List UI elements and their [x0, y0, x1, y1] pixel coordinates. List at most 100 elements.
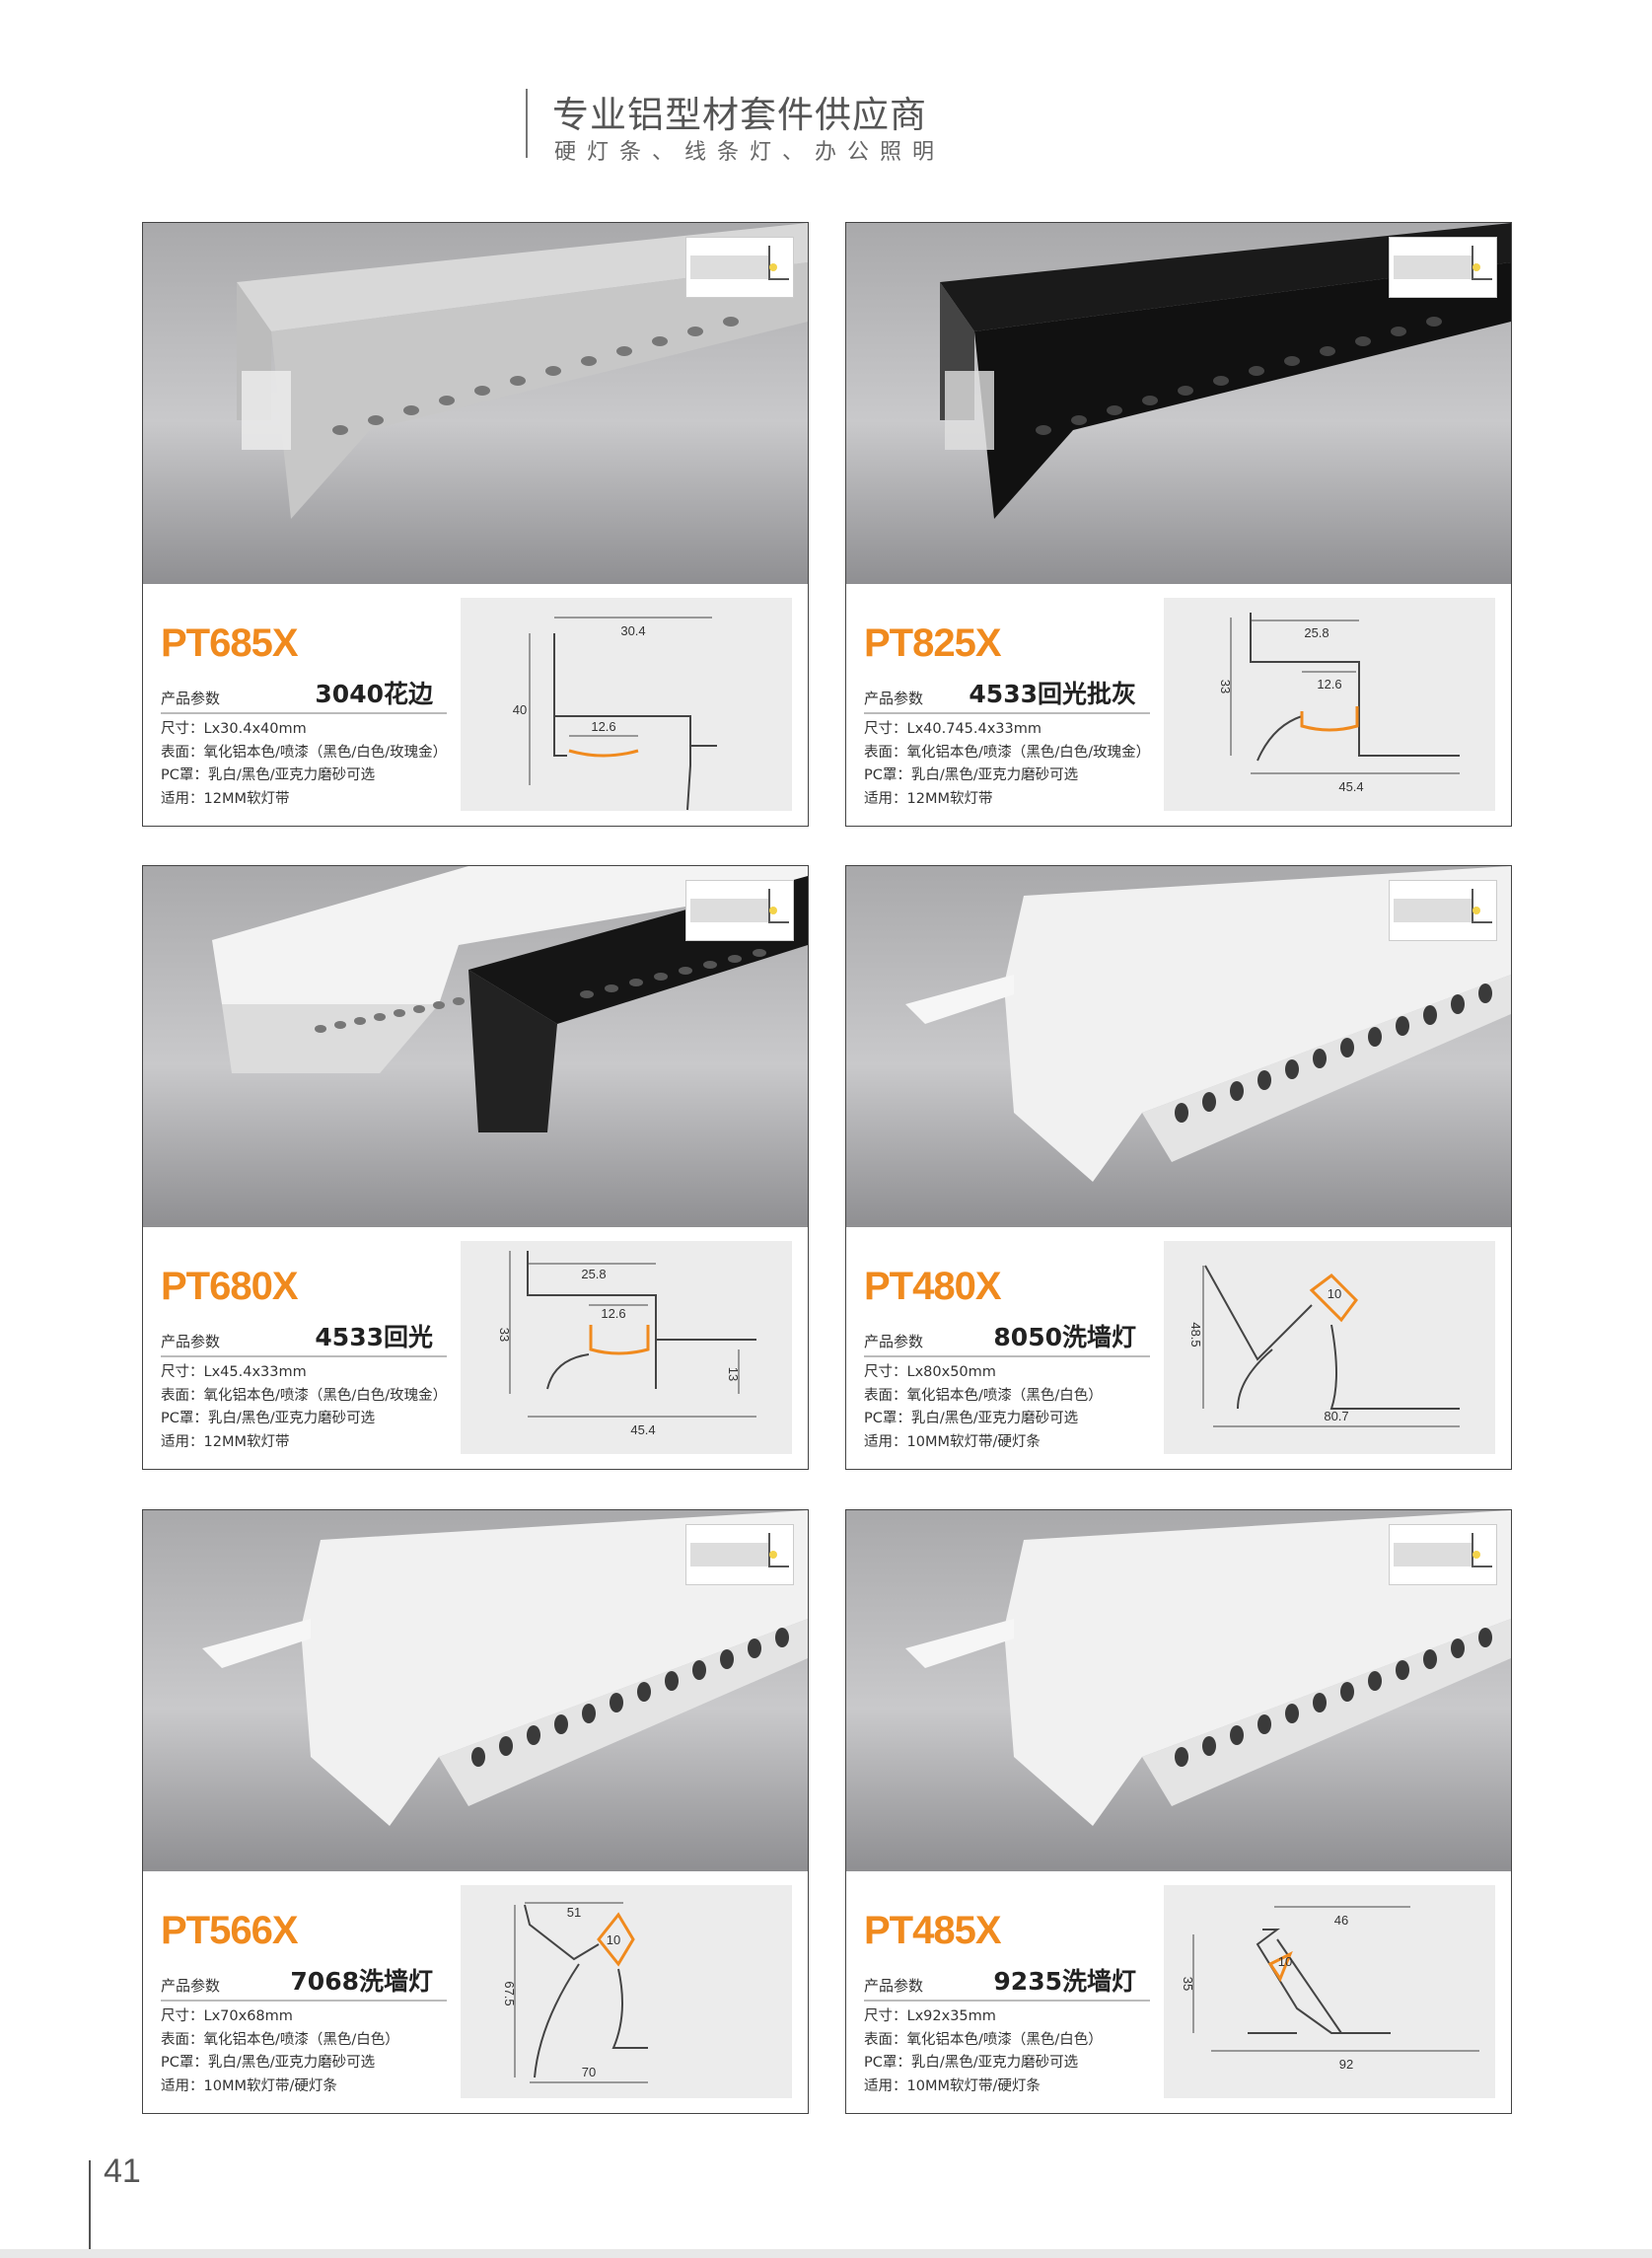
- spec-line: PC罩：乳白/黑色/亚克力磨砂可选: [161, 2055, 376, 2071]
- product-model: PT566X: [161, 1909, 299, 1952]
- spec-line: PC罩：乳白/黑色/亚克力磨砂可选: [161, 1411, 376, 1426]
- product-model: PT685X: [161, 621, 299, 665]
- product-photo: [143, 223, 808, 584]
- dimension-label: 92: [1339, 2057, 1353, 2072]
- param-label: 产品参数: [864, 1333, 924, 1350]
- installation-thumbnail: [685, 237, 794, 298]
- product-photo: [846, 223, 1511, 584]
- product-card: PT485X 产品参数 9235洗墙灯 尺寸：Lx92x35mm 表面：氧化铝本色…: [845, 1509, 1512, 2114]
- param-label: 产品参数: [864, 1977, 924, 1995]
- spec-line: 表面：氧化铝本色/喷漆（黑色/白色）: [161, 2031, 399, 2048]
- param-row: 产品参数 7068洗墙灯: [161, 1956, 447, 2002]
- spec-line: 尺寸：Lx40.745.4x33mm: [864, 721, 1042, 737]
- product-model: PT485X: [864, 1909, 1002, 1952]
- spec-line: 尺寸：Lx30.4x40mm: [161, 721, 307, 737]
- product-name: 4533回光: [315, 1323, 433, 1351]
- spec-line: 尺寸：Lx92x35mm: [864, 2008, 996, 2024]
- dimension-label: 25.8: [1304, 625, 1329, 640]
- product-name: 3040花边: [315, 680, 433, 708]
- product-card: PT680X 产品参数 4533回光 尺寸：Lx45.4x33mm 表面：氧化铝本…: [142, 865, 809, 1470]
- page-number-divider: [89, 2160, 91, 2258]
- spec-list: 尺寸：Lx80x50mm 表面：氧化铝本色/喷漆（黑色/白色） PC罩：乳白/黑色/…: [864, 1361, 1103, 1454]
- product-card: PT480X 产品参数 8050洗墙灯 尺寸：Lx80x50mm 表面：氧化铝本色…: [845, 865, 1512, 1470]
- spec-line: 适用：10MM软灯带/硬灯条: [864, 2077, 1041, 2094]
- dimension-label: 12.6: [1317, 677, 1341, 692]
- spec-line: 适用：12MM软灯带: [864, 790, 993, 807]
- installation-thumbnail: [1389, 880, 1497, 941]
- product-photo: [846, 866, 1511, 1227]
- param-row: 产品参数 8050洗墙灯: [864, 1312, 1150, 1357]
- header-subtitle: 硬灯条、线条灯、办公照明: [554, 140, 946, 165]
- dimension-label: 80.7: [1324, 1409, 1348, 1423]
- cross-section-diagram: 46 35 10 92: [1164, 1885, 1495, 2098]
- param-label: 产品参数: [161, 690, 221, 707]
- product-model: PT825X: [864, 621, 1002, 665]
- cross-section-diagram: 51 67.5 10 70: [461, 1885, 792, 2098]
- cross-section-diagram: 25.8 33 12.6 45.4 13: [461, 1241, 792, 1454]
- spec-line: 表面：氧化铝本色/喷漆（黑色/白色/玫瑰金）: [864, 744, 1151, 761]
- dimension-label: 12.6: [601, 1306, 625, 1321]
- spec-line: PC罩：乳白/黑色/亚克力磨砂可选: [864, 1411, 1079, 1426]
- dimension-label: 48.5: [1188, 1322, 1203, 1347]
- header-divider: [526, 89, 528, 158]
- spec-line: 适用：12MM软灯带: [161, 790, 290, 807]
- spec-line: 适用：12MM软灯带: [161, 1433, 290, 1450]
- installation-thumbnail: [685, 1524, 794, 1585]
- spec-line: 尺寸：Lx70x68mm: [161, 2008, 293, 2024]
- cross-section-diagram: 25.8 33 12.6 45.4: [1164, 598, 1495, 811]
- header-title: 专业铝型材套件供应商: [552, 94, 927, 136]
- product-name: 8050洗墙灯: [993, 1323, 1136, 1351]
- dimension-label: 12.6: [591, 719, 615, 734]
- param-label: 产品参数: [161, 1977, 221, 1995]
- bottom-band: [0, 2249, 1652, 2258]
- dimension-label: 45.4: [630, 1422, 655, 1437]
- spec-line: 表面：氧化铝本色/喷漆（黑色/白色）: [864, 2031, 1103, 2048]
- spec-list: 尺寸：Lx70x68mm 表面：氧化铝本色/喷漆（黑色/白色） PC罩：乳白/黑色/…: [161, 2005, 399, 2098]
- dimension-label: 70: [582, 2065, 596, 2079]
- dimension-label: 45.4: [1338, 779, 1363, 794]
- spec-line: 表面：氧化铝本色/喷漆（黑色/白色/玫瑰金）: [161, 1387, 448, 1404]
- spec-line: 尺寸：Lx45.4x33mm: [161, 1364, 307, 1380]
- dimension-label: 46: [1334, 1913, 1348, 1928]
- dimension-label: 10: [1328, 1286, 1341, 1301]
- param-row: 产品参数 9235洗墙灯: [864, 1956, 1150, 2002]
- product-photo: [143, 866, 808, 1227]
- dimension-label: 10: [607, 1932, 620, 1947]
- spec-list: 尺寸：Lx92x35mm 表面：氧化铝本色/喷漆（黑色/白色） PC罩：乳白/黑色/…: [864, 2005, 1103, 2098]
- installation-thumbnail: [685, 880, 794, 941]
- param-row: 产品参数 4533回光批灰: [864, 669, 1150, 714]
- cross-section-diagram: 48.5 10 80.7: [1164, 1241, 1495, 1454]
- installation-thumbnail: [1389, 237, 1497, 298]
- spec-line: PC罩：乳白/黑色/亚克力磨砂可选: [864, 2055, 1079, 2071]
- dimension-label: 51: [567, 1905, 581, 1920]
- spec-line: 尺寸：Lx80x50mm: [864, 1364, 996, 1380]
- spec-list: 尺寸：Lx40.745.4x33mm 表面：氧化铝本色/喷漆（黑色/白色/玫瑰金）…: [864, 718, 1150, 811]
- page-number: 41: [104, 2152, 141, 2190]
- installation-thumbnail: [1389, 1524, 1497, 1585]
- spec-line: PC罩：乳白/黑色/亚克力磨砂可选: [864, 767, 1079, 783]
- param-row: 产品参数 3040花边: [161, 669, 447, 714]
- dimension-label: 25.8: [581, 1267, 606, 1281]
- dimension-label: 33: [497, 1328, 512, 1342]
- param-row: 产品参数 4533回光: [161, 1312, 447, 1357]
- param-label: 产品参数: [161, 1333, 221, 1350]
- dimension-label: 30.4: [620, 623, 645, 638]
- product-model: PT680X: [161, 1265, 299, 1308]
- spec-list: 尺寸：Lx45.4x33mm 表面：氧化铝本色/喷漆（黑色/白色/玫瑰金） PC罩：…: [161, 1361, 447, 1454]
- spec-line: 适用：10MM软灯带/硬灯条: [864, 1433, 1041, 1450]
- product-card: PT566X 产品参数 7068洗墙灯 尺寸：Lx70x68mm 表面：氧化铝本色…: [142, 1509, 809, 2114]
- product-name: 7068洗墙灯: [290, 1967, 433, 1996]
- dimension-label: 40: [513, 702, 527, 717]
- product-model: PT480X: [864, 1265, 1002, 1308]
- product-card: PT825X 产品参数 4533回光批灰 尺寸：Lx40.745.4x33mm 表…: [845, 222, 1512, 827]
- product-name: 9235洗墙灯: [993, 1967, 1136, 1996]
- dimension-label: 10: [1278, 1954, 1292, 1969]
- dimension-label: 33: [1218, 680, 1233, 693]
- spec-line: 表面：氧化铝本色/喷漆（黑色/白色）: [864, 1387, 1103, 1404]
- cross-section-diagram: 30.4 40 12.6: [461, 598, 792, 811]
- spec-line: PC罩：乳白/黑色/亚克力磨砂可选: [161, 767, 376, 783]
- param-label: 产品参数: [864, 690, 924, 707]
- dimension-label: 67.5: [502, 1981, 517, 2005]
